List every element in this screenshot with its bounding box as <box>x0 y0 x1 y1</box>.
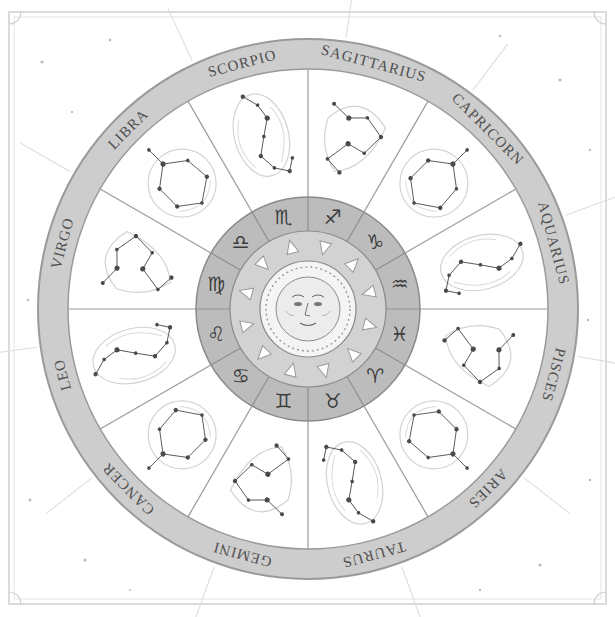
sign-name: VIRGO <box>49 216 77 271</box>
sun-rays <box>266 267 350 351</box>
sign-symbol: ♐ <box>324 207 342 227</box>
sign-name: CAPRICORN <box>449 91 527 169</box>
sign-name: GEMINI <box>211 539 273 569</box>
sign-symbol: ♊ <box>274 391 292 411</box>
sign-name: SCORPIO <box>206 47 278 80</box>
sign-symbol: ♑ <box>366 232 384 252</box>
sign-symbol: ♍ <box>207 274 225 294</box>
triangle-ring <box>230 231 386 387</box>
sun-disc <box>260 261 356 357</box>
sign-name: TAURUS <box>340 539 406 570</box>
name-ring <box>38 39 578 579</box>
symbol-dividers <box>196 197 420 421</box>
sign-symbol: ♋ <box>232 366 250 386</box>
sign-symbol: ♌ <box>207 324 225 344</box>
sun-face <box>276 277 340 341</box>
frame-corners <box>9 12 606 604</box>
sign-name: LEO <box>51 357 74 392</box>
sign-name: SAGITTARIUS <box>320 42 428 84</box>
sign-symbol: ♏ <box>274 207 292 227</box>
star-dots <box>27 35 592 592</box>
sign-symbol: ♈ <box>366 366 384 386</box>
sign-name: PISCES <box>539 346 568 403</box>
outer-frame <box>9 12 606 604</box>
constellation-drawings <box>84 85 531 532</box>
sign-name: LIBRA <box>105 106 151 152</box>
sign-symbol: ♓ <box>391 324 409 344</box>
sign-symbol: ♎ <box>232 232 250 252</box>
sign-symbol: ♉ <box>324 391 342 411</box>
inner-frame <box>14 17 601 599</box>
segment-dividers <box>68 69 548 549</box>
symbol-ring <box>196 197 420 421</box>
sign-symbol: ♒ <box>391 274 409 294</box>
sign-name: CANCER <box>99 460 157 518</box>
sign-name: AQUARIUS <box>535 200 572 286</box>
constellation-ring <box>68 69 548 549</box>
element-triangles <box>238 239 378 379</box>
sign-name: ARIES <box>465 466 510 511</box>
